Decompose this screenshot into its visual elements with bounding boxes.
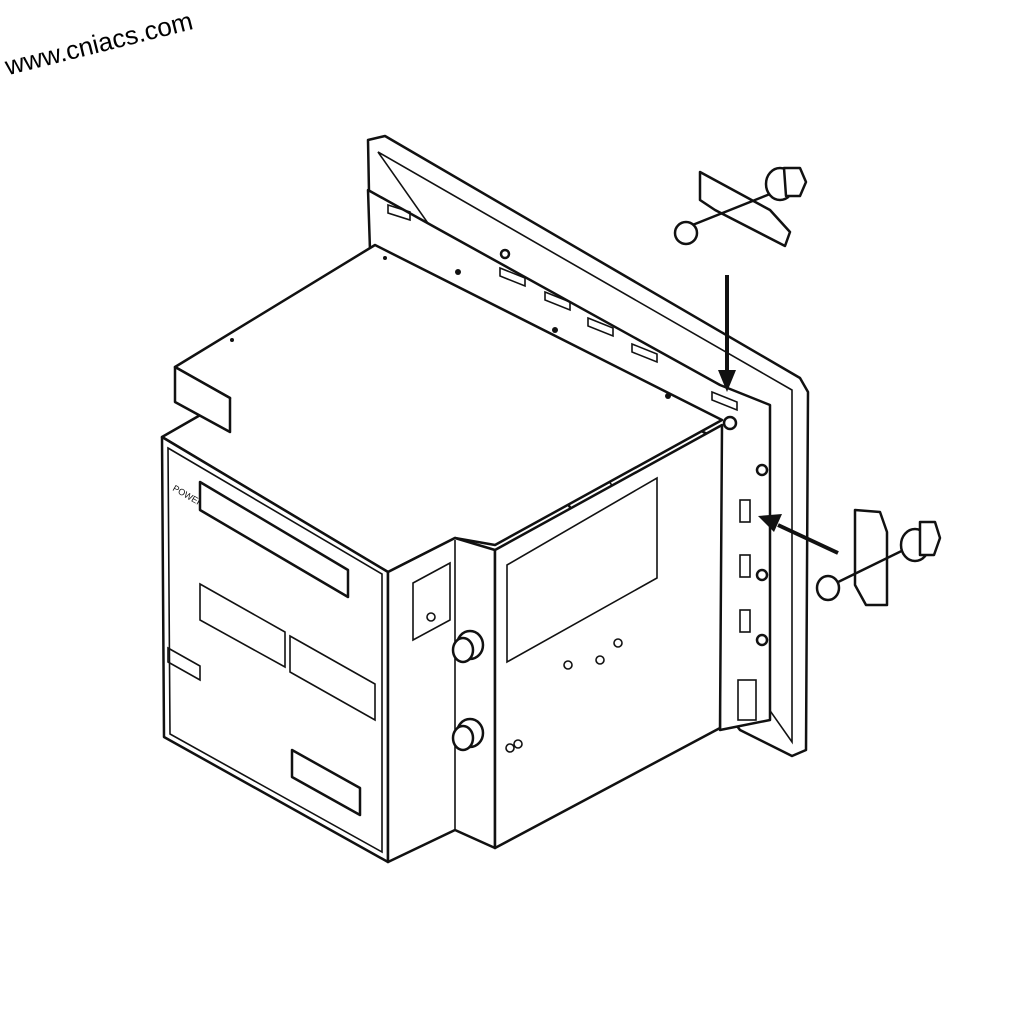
front-panel: POWER [160, 435, 390, 864]
housing-side [493, 423, 724, 850]
indicator-window-right [289, 634, 376, 722]
mounting-clip-top [673, 166, 808, 248]
flange-slots [387, 203, 757, 721]
arrow-down [718, 275, 736, 392]
indicator-window-left [199, 582, 286, 669]
side-label-window [506, 476, 658, 664]
connector-knob-lower [451, 717, 485, 752]
arrow-left [758, 514, 839, 555]
connector-section [386, 536, 497, 864]
mounting-clip-side [815, 508, 942, 607]
nameplate [290, 748, 362, 817]
connector-knob-upper [451, 629, 485, 664]
display-window [198, 480, 350, 599]
